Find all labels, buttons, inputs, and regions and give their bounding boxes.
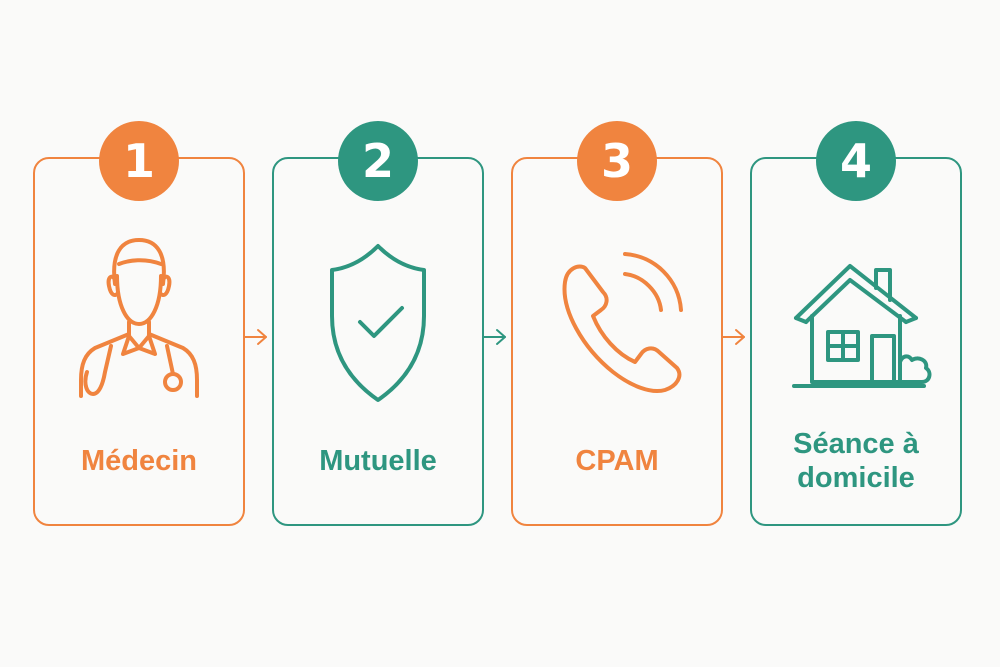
doctor-icon (79, 238, 199, 398)
phone-icon (562, 252, 683, 393)
arrow-right-icon (721, 329, 745, 345)
step-label: CPAM (575, 445, 659, 477)
step-number-badge: 4 (816, 121, 896, 201)
step-number-badge: 2 (338, 121, 418, 201)
step-card-medecin: 1 Médecin (33, 121, 245, 526)
step-number-badge: 3 (577, 121, 657, 201)
step-label: Médecin (80, 445, 198, 477)
house-icon (792, 264, 932, 388)
arrow-right-icon (243, 329, 267, 345)
step-card-cpam: 3 CPAM (511, 121, 723, 526)
step-number-badge: 1 (99, 121, 179, 201)
step-card-seance-domicile: 4 Séance à domicile (750, 121, 962, 526)
step-label: Mutuelle (319, 445, 437, 477)
step-card-mutuelle: 2 Mutuelle (272, 121, 484, 526)
step-label: Séance à domicile (793, 428, 919, 494)
shield-check-icon (330, 244, 426, 402)
arrow-right-icon (482, 329, 506, 345)
